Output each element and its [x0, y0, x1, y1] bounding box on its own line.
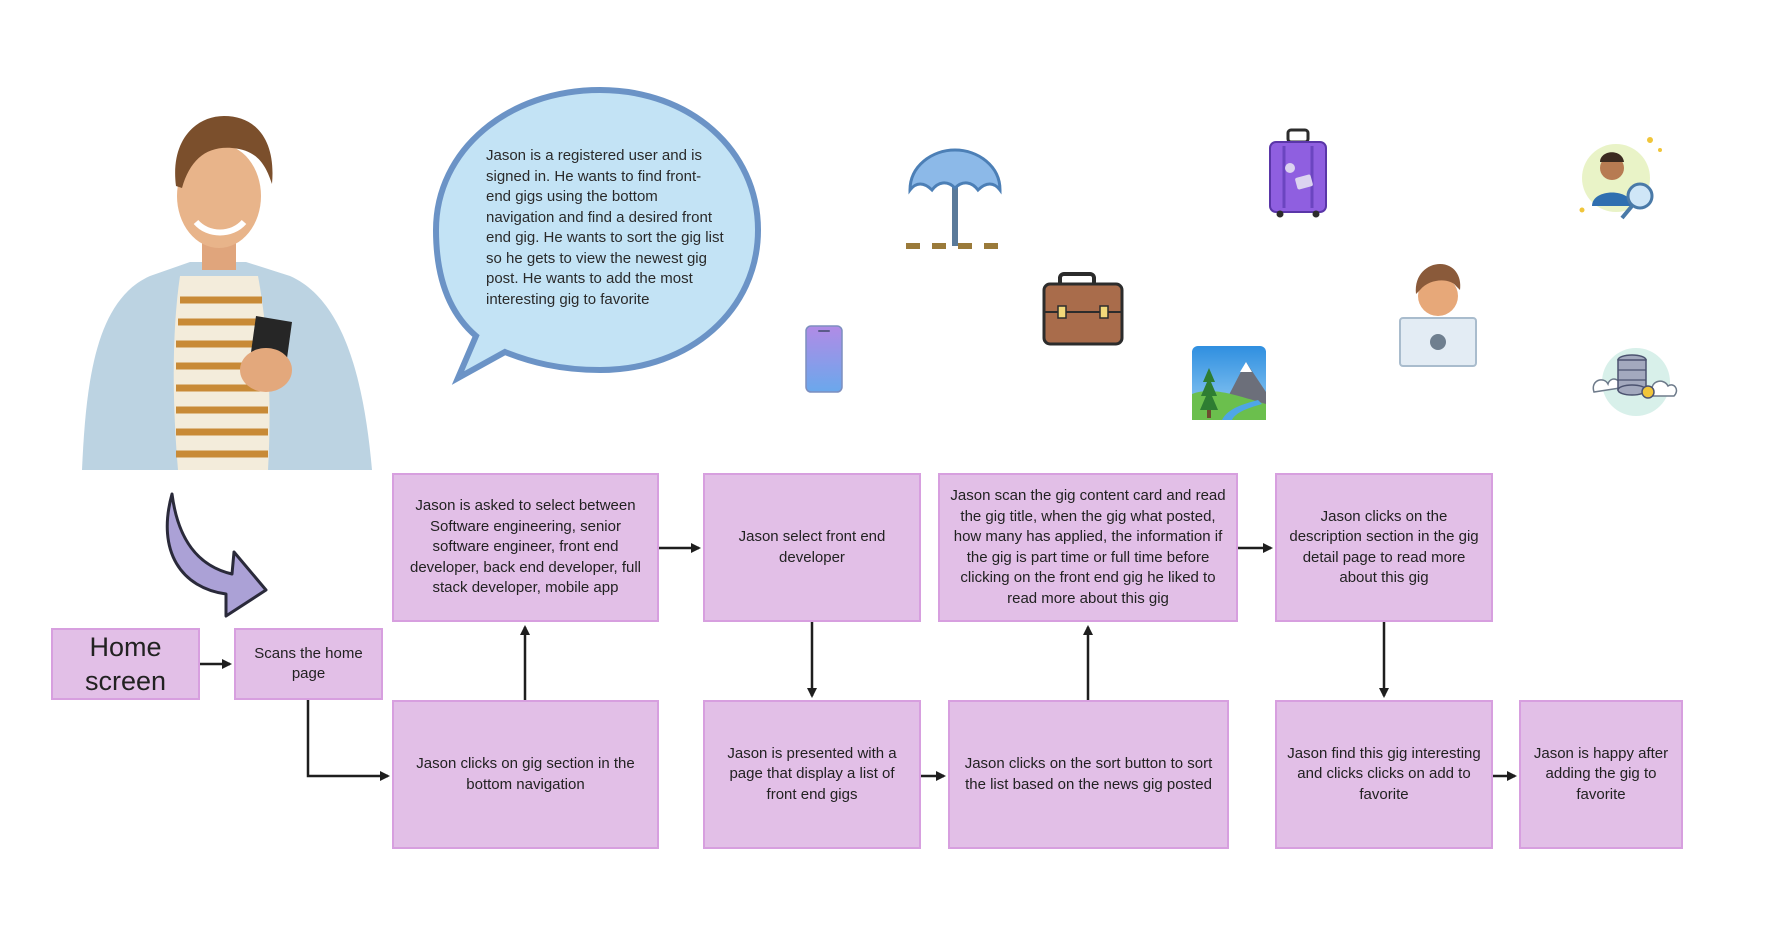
node-scan-card: Jason scan the gig content card and read… — [938, 473, 1238, 622]
flow-arrow-scan-to-click_gig — [306, 700, 390, 781]
cloud-database-icon — [1592, 348, 1678, 416]
persona-photo — [82, 116, 372, 470]
node-select-fe: Jason select front end developer — [703, 473, 921, 622]
node-click-gig: Jason clicks on gig section in the botto… — [392, 700, 659, 849]
landscape-photo-icon — [1192, 346, 1266, 420]
briefcase-icon — [1042, 272, 1124, 346]
node-click-description: Jason clicks on the description section … — [1275, 473, 1493, 622]
node-scan: Scans the home page — [234, 628, 383, 700]
node-home: Home screen — [51, 628, 200, 700]
beach-umbrella-icon — [906, 148, 1010, 249]
mobile-phone-icon — [805, 325, 843, 393]
flow-edges — [200, 543, 1517, 781]
node-sort: Jason clicks on the sort button to sort … — [948, 700, 1229, 849]
node-presented: Jason is presented with a page that disp… — [703, 700, 921, 849]
node-happy: Jason is happy after adding the gig to f… — [1519, 700, 1683, 849]
curved-arrow-icon — [165, 492, 268, 618]
speech-bubble — [432, 86, 762, 385]
speech-bubble-text: Jason is a registered user and is signed… — [486, 147, 724, 308]
suitcase-icon — [1269, 128, 1327, 218]
node-select-role: Jason is asked to select between Softwar… — [392, 473, 659, 622]
node-find-interesting: Jason find this gig interesting and clic… — [1275, 700, 1493, 849]
user-search-icon — [1579, 137, 1662, 220]
person-at-laptop-icon — [1399, 264, 1477, 367]
